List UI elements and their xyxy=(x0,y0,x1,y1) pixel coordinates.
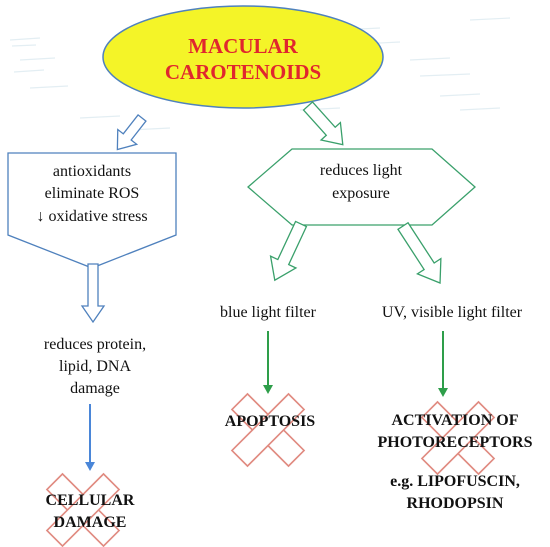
apoptosis-label: APOPTOSIS xyxy=(224,413,316,430)
arrow-to-apoptosis xyxy=(263,331,273,394)
light-exposure-line-1: reduces light xyxy=(319,162,403,179)
antioxidants-line-3: ↓ oxidative stress xyxy=(36,208,148,225)
hollow-arrow-to-light-exposure xyxy=(302,101,344,146)
hollow-arrow-to-blue-filter xyxy=(269,220,308,282)
light-exposure-line-2: exposure xyxy=(332,185,390,202)
hollow-arrow-to-uv-filter xyxy=(397,221,442,284)
antioxidants-box xyxy=(7,152,177,269)
title-line-2: CAROTENOIDS xyxy=(164,60,322,84)
examples-line-1: e.g. LIPOFUSCIN, xyxy=(390,473,520,490)
antioxidants-line-1: antioxidants xyxy=(52,163,132,180)
cross-activation xyxy=(420,400,496,476)
arrow-to-activation xyxy=(438,331,448,397)
reduces-damage-line-2: lipid, DNA xyxy=(59,358,131,375)
activation-line-1: ACTIVATION OF xyxy=(391,412,519,429)
arrow-to-cellular-damage xyxy=(85,404,95,471)
title-ellipse xyxy=(102,5,384,109)
hollow-arrow-to-antioxidants xyxy=(116,114,147,151)
cellular-damage-line-1: CELLULAR xyxy=(45,492,135,509)
examples-line-2: RHODOPSIN xyxy=(406,495,504,512)
hollow-arrow-to-reduces-damage xyxy=(80,263,106,324)
cellular-damage-line-2: DAMAGE xyxy=(53,514,127,531)
antioxidants-line-2: eliminate ROS xyxy=(44,185,140,202)
title-line-1: MACULAR xyxy=(188,34,298,58)
reduces-damage-line-1: reduces protein, xyxy=(43,336,147,353)
cross-apoptosis xyxy=(230,392,306,468)
light-exposure-box xyxy=(247,148,476,226)
cross-cellular-damage xyxy=(45,472,121,547)
blue-light-filter-label: blue light filter xyxy=(220,304,316,321)
reduces-damage-line-3: damage xyxy=(70,380,120,397)
uv-filter-label: UV, visible light filter xyxy=(381,304,523,321)
activation-line-2: PHOTORECEPTORS xyxy=(377,434,533,451)
